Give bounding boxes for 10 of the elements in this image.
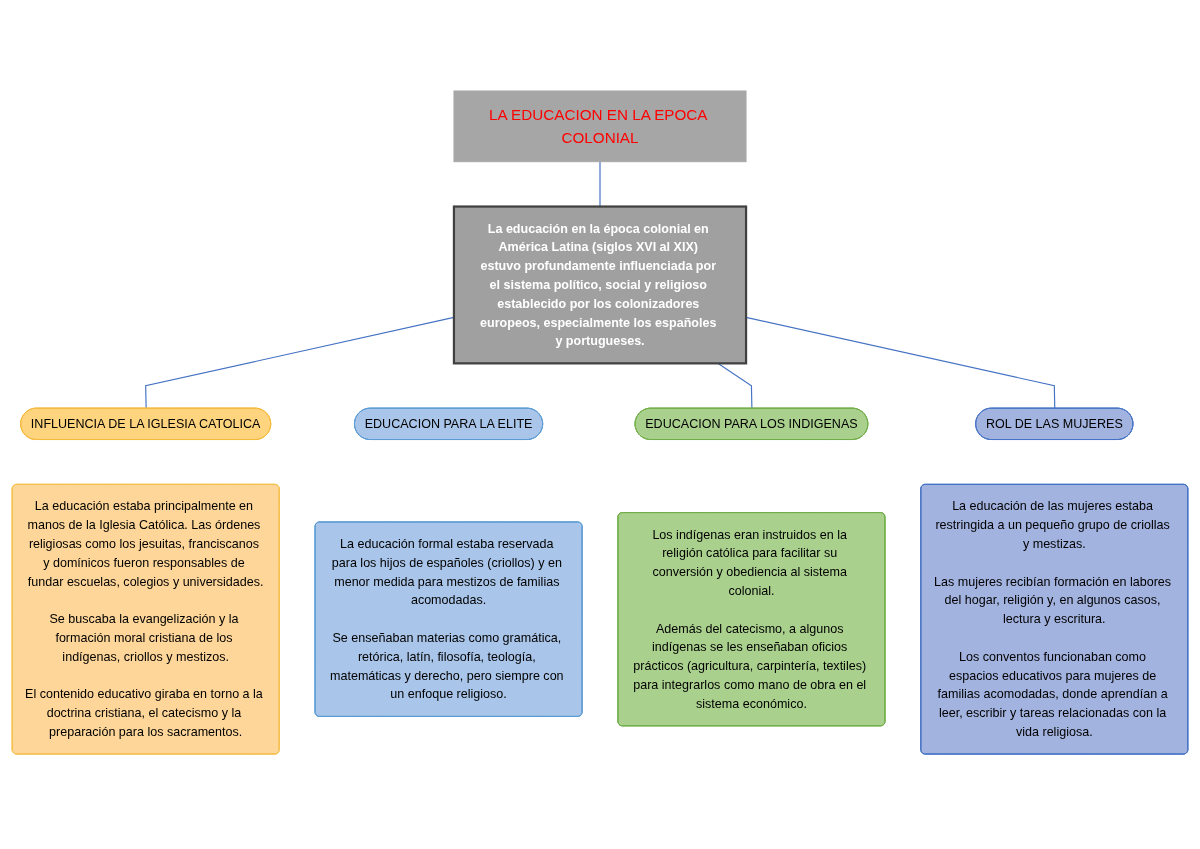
text-box: La educación en la época colonial en América Latina (siglos XVI al XIX) estuvo profundamente influenciada por el sistema político, social y religioso establecido por los colonizadores europeos, especialmente los españoles y portugueses. [452,205,748,365]
rounded-text-box: La educación estaba principalmente en manos de la Iglesia Católica. Las órdenes religiosas como los jesuitas, franciscanos y domínicos fueron responsables de fundar escuelas, colegios y universidades. Se buscaba la evangelización y la formación moral cristiana de los indígenas, criollos y mestizos. El contenido educativo giraba en torno a la doctrina cristiana, el catecismo y la preparación para los sacramentos. [11,483,280,755]
rounded-text-box: Los indígenas eran instruidos en la religión católica para facilitar su conversión y obediencia al sistema colonial. Además del catecismo, a algunos indígenas se les enseñaban oficios prácticos (agricultura, carpintería, textiles) para integrarlos como mano de obra en el sistema económico. [617,512,886,727]
topic-pill: EDUCACION PARA LOS INDIGENAS [634,407,869,440]
topic-pill: INFLUENCIA DE LA IGLESIA CATOLICA [20,407,272,440]
rounded-text-box: La educación de las mujeres estaba restringida a un pequeño grupo de criollas y mestizas. Las mujeres recibían formación en labores del hogar, religión y, en algunos casos, lectura y escritura. Los conventos funcionaban como espacios educativos para mujeres de familias acomodadas, donde aprendían a leer, escribir y tareas relacionadas con la vida religiosa. [920,483,1189,755]
topic-pill: EDUCACION PARA LA ELITE [354,407,544,440]
rounded-text-box: La educación formal estaba reservada para los hijos de españoles (criollos) y en menor medida para mestizos de familias acomodadas. Se enseñaban materias como gramática, retórica, latín, filosofía, teología, matemáticas y derecho, pero siempre con un enfoque religioso. [314,521,583,717]
title-box: LA EDUCACION EN LA EPOCA COLONIAL [453,90,747,163]
topic-pill: ROL DE LAS MUJERES [975,407,1134,440]
